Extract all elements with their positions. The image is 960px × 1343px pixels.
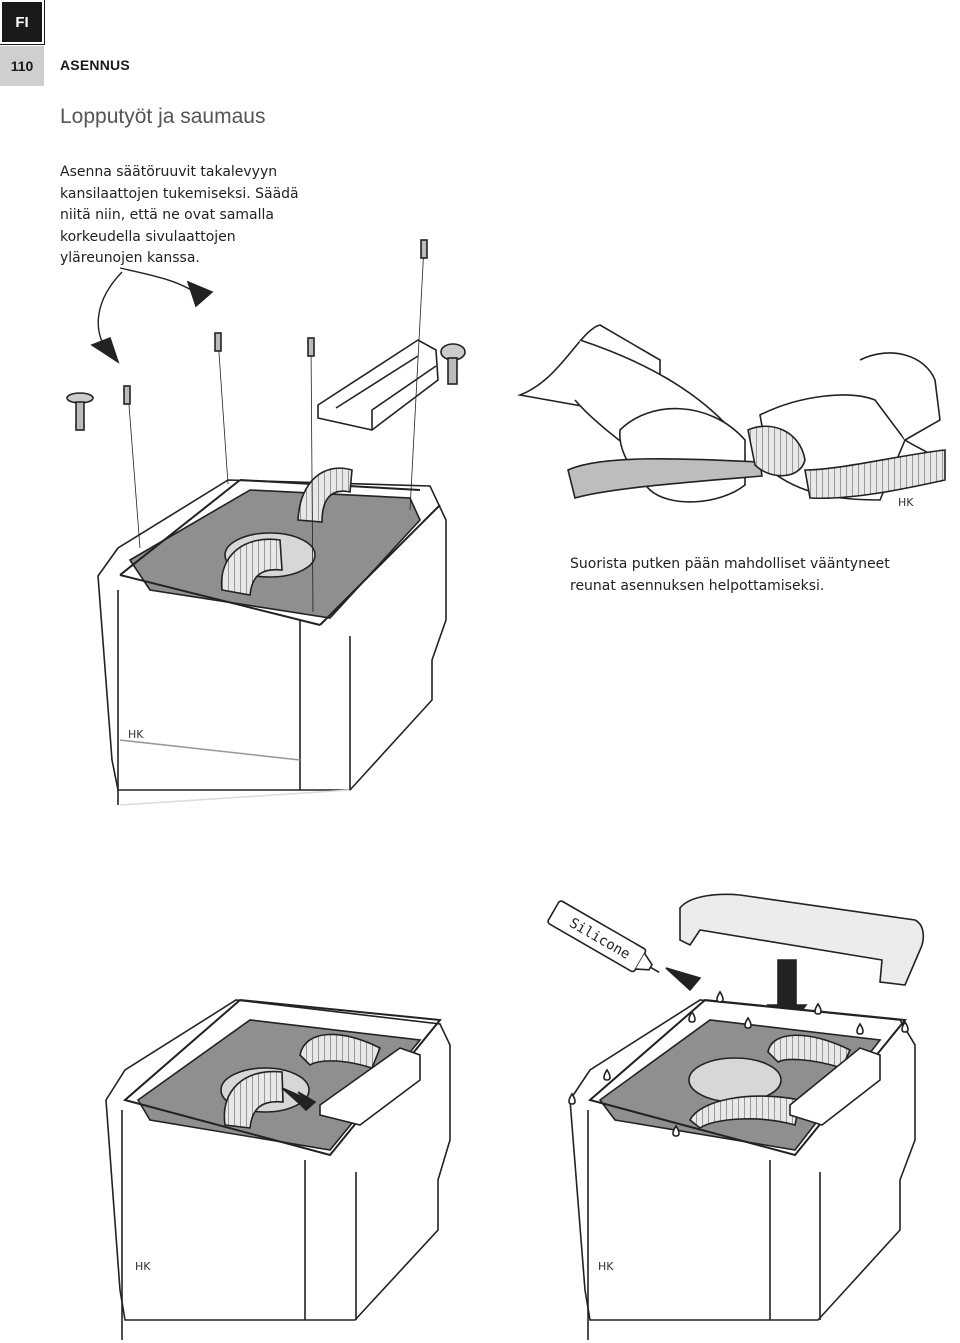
page-title: Lopputyöt ja saumaus <box>60 105 266 128</box>
instruction-text: Asenna säätöruuvit takalevyyn kansilaatt… <box>60 164 299 266</box>
language-tab: FI <box>0 0 45 45</box>
stove-tube-push-illustration: HK <box>105 998 451 1340</box>
illustration-caption: Suorista putken pään mahdolliset vääntyn… <box>570 556 890 594</box>
section-heading: ASENNUS <box>60 57 130 73</box>
push-arrow-icon <box>281 1087 317 1112</box>
stove-screw-illustration: HK <box>66 239 466 806</box>
hands-tube-illustration: HK <box>516 324 946 509</box>
brand-mark: HK <box>135 1260 151 1273</box>
page-number: 110 <box>0 46 44 86</box>
silicone-tube-icon: Silicone <box>547 900 660 973</box>
brand-mark: HK <box>598 1260 614 1273</box>
brand-mark: HK <box>128 728 144 741</box>
arrow-icon <box>665 967 702 992</box>
brand-mark: HK <box>898 496 914 509</box>
silicone-drop-icon <box>568 990 909 1137</box>
screw-icon <box>66 239 466 613</box>
stove-silicone-illustration: Silicone HK <box>547 893 925 1340</box>
